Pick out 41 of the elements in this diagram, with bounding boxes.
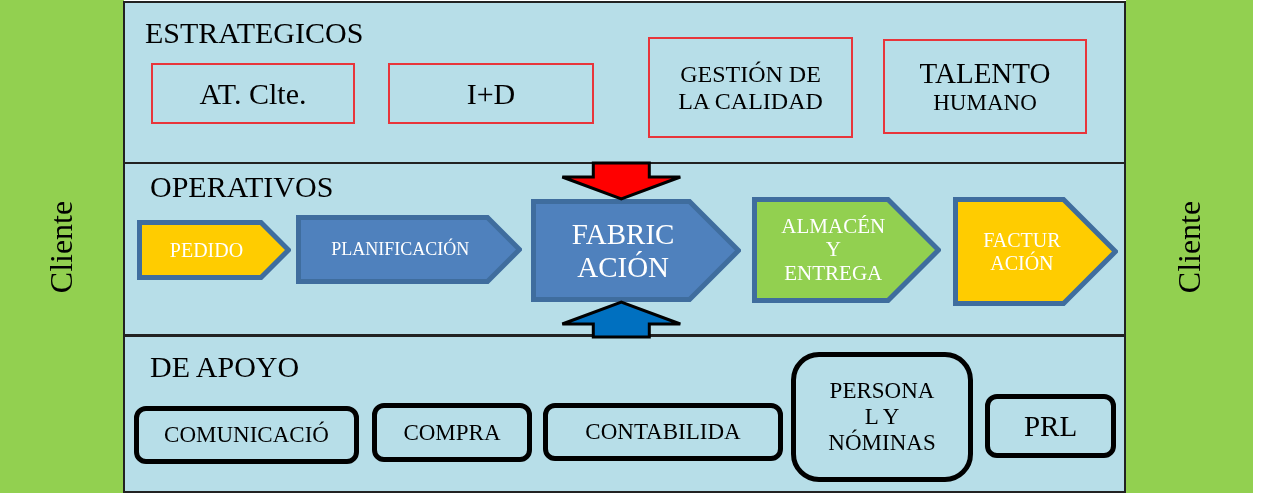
lane-title: ESTRATEGICOS bbox=[145, 16, 364, 50]
rounded-box bbox=[791, 352, 973, 482]
swimlane-band bbox=[123, 337, 1126, 493]
lane-title: DE APOYO bbox=[150, 350, 300, 384]
chevron-shape bbox=[296, 215, 522, 284]
box-label: TALENTO bbox=[919, 57, 1051, 90]
box-label: HUMANO bbox=[933, 89, 1037, 116]
box-label: PERSONA L Y NÓMINAS bbox=[827, 378, 937, 456]
box-label: GESTIÓN DE LA CALIDAD bbox=[677, 60, 824, 115]
box-label: PRL bbox=[1023, 409, 1078, 443]
box-label: I+D bbox=[466, 76, 516, 111]
chevron-label: PEDIDO bbox=[169, 238, 244, 262]
swimlane-band bbox=[123, 164, 1126, 337]
side-band bbox=[1126, 0, 1253, 493]
swimlane-band bbox=[123, 1, 1126, 164]
chevron-shape bbox=[531, 199, 741, 302]
chevron-label: FABRIC ACIÓN bbox=[570, 218, 676, 283]
block-arrow bbox=[560, 161, 682, 201]
chevron-shape bbox=[953, 197, 1118, 306]
box-label: COMPRA bbox=[403, 419, 501, 446]
side-band bbox=[0, 0, 124, 493]
rounded-box bbox=[985, 394, 1116, 458]
box-label: AT. Clte. bbox=[199, 76, 307, 111]
rounded-box bbox=[372, 403, 532, 462]
process-box bbox=[648, 37, 853, 138]
process-box bbox=[388, 63, 594, 124]
chevron-label: PLANIFICACIÓN bbox=[331, 239, 470, 260]
lane-title: OPERATIVOS bbox=[150, 170, 334, 204]
band-label: Cliente bbox=[44, 200, 80, 293]
process-box bbox=[883, 39, 1087, 134]
chevron-shape bbox=[752, 197, 941, 303]
block-arrow bbox=[560, 300, 682, 339]
chevron-label: ALMACÉN Y ENTREGA bbox=[780, 214, 887, 286]
box-label: COMUNICACIÓ bbox=[164, 422, 329, 448]
rounded-box bbox=[543, 403, 783, 461]
chevron-label: FACTUR ACIÓN bbox=[982, 229, 1062, 274]
process-box bbox=[151, 63, 355, 124]
rounded-box bbox=[134, 406, 359, 464]
band-label: Cliente bbox=[1171, 200, 1208, 293]
chevron-shape bbox=[137, 220, 291, 280]
box-label: CONTABILIDA bbox=[585, 419, 741, 445]
